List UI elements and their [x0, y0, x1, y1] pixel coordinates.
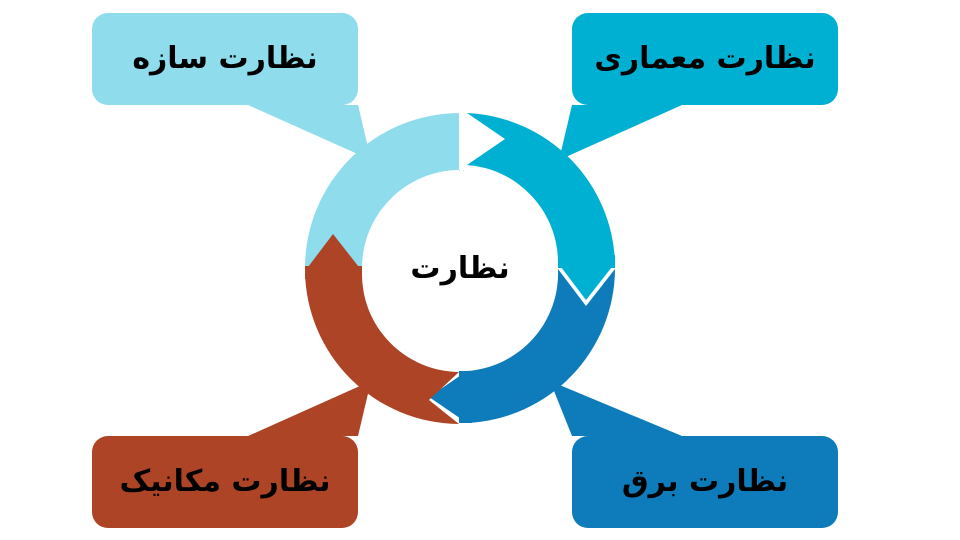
callout-tail-structural [248, 105, 371, 160]
ring-arrow-structural-body[interactable] [305, 113, 459, 267]
segment-mechanical[interactable] [92, 234, 459, 528]
ring-arrowhead-mechanical [305, 234, 362, 271]
ring-arrow-architectural-neck [558, 255, 615, 268]
callout-box-architectural[interactable] [572, 13, 838, 105]
ring-arrowhead-architectural [558, 263, 615, 300]
ring-arrow-architectural-body[interactable] [467, 113, 615, 263]
callout-box-structural[interactable] [92, 13, 358, 105]
callout-tail-mechanical [248, 381, 371, 436]
ring-arrow-electrical-neck [459, 371, 472, 423]
callout-tail-architectural [559, 105, 682, 160]
callout-box-electrical[interactable] [572, 436, 838, 528]
ring-arrow-mechanical-neck [305, 266, 362, 279]
ring-inner-hole [363, 171, 557, 365]
ring-arrow-electrical-body[interactable] [467, 269, 615, 423]
ring-arrowhead-electrical [429, 371, 467, 423]
segment-architectural[interactable] [467, 13, 838, 300]
segment-electrical[interactable] [429, 269, 838, 528]
callout-box-mechanical[interactable] [92, 436, 358, 528]
ring-arrow-mechanical-body[interactable] [305, 271, 459, 424]
callout-tail-electrical [550, 381, 682, 436]
